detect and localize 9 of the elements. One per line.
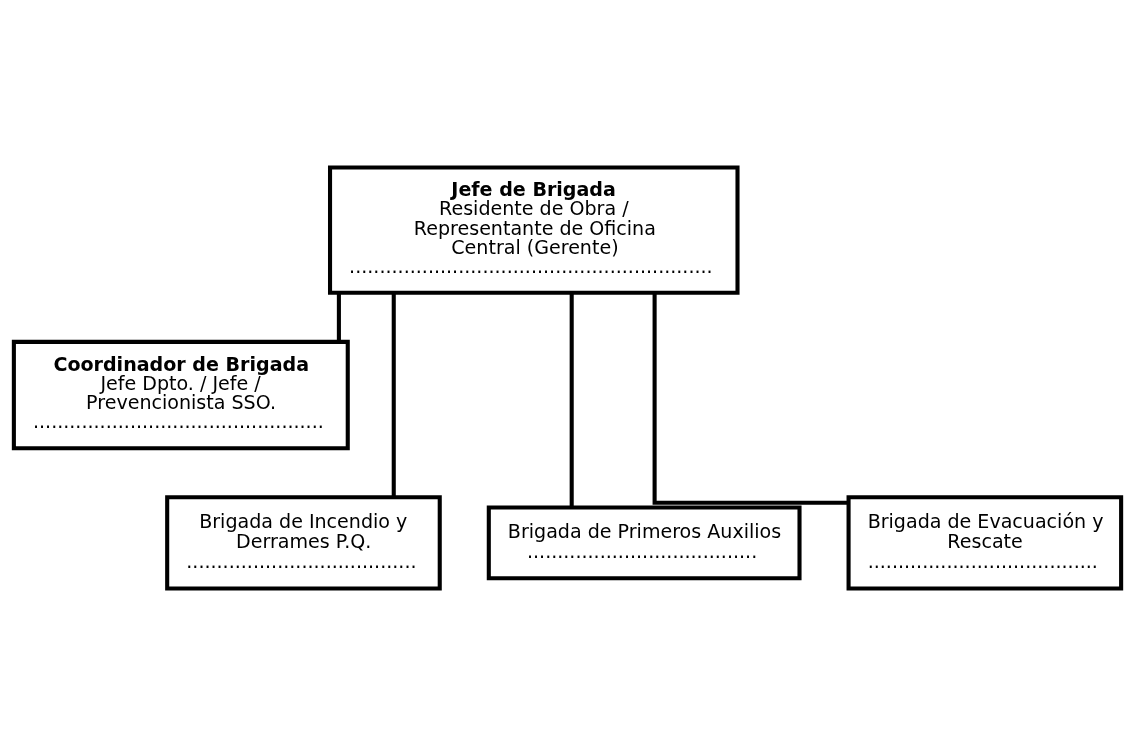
connector <box>336 292 341 342</box>
node-box: Jefe de Brigada Residente de Obra / Representante de Oficina Central (Gerente) ............................................................ <box>328 165 740 295</box>
connector <box>391 293 396 497</box>
node-box: Coordinador de Brigada Jefe Dpto. / Jefe / Prevencionista SSO. ................................................ <box>11 339 350 451</box>
connector <box>569 293 574 508</box>
node-box: Brigada de Incendio y Derrames P.Q. ...................................... <box>165 495 442 591</box>
node-box: Brigada de Primeros Auxilios ...................................... <box>486 505 802 581</box>
node-box: Brigada de Evacuación y Rescate ...................................... <box>846 495 1124 591</box>
connector <box>652 293 849 505</box>
